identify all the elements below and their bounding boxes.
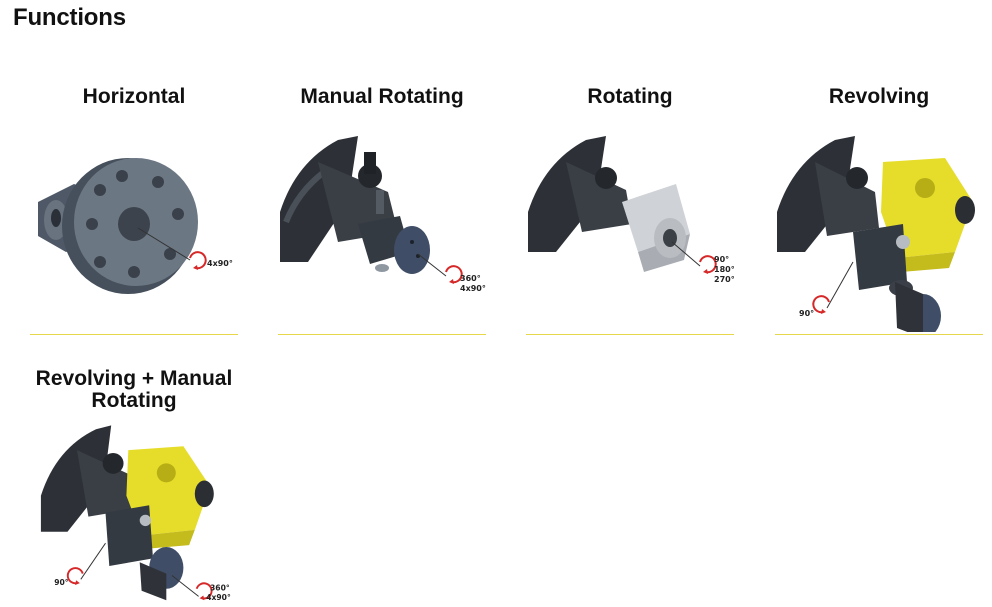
card-manual-rotating[interactable]: Manual Rotating 360° 4x90°: [278, 86, 486, 335]
card-revolving[interactable]: Revolving 90°: [775, 86, 983, 335]
rotation-label: 90°: [799, 309, 814, 318]
horizontal-flange-icon: 4x90°: [38, 158, 233, 294]
revolving-unit-icon: 90°: [777, 136, 975, 332]
rotation-label: 4x90°: [460, 284, 486, 293]
card-title: Rotating: [587, 85, 673, 108]
card-divider: [278, 334, 486, 335]
card-divider: [775, 334, 983, 335]
rotation-label: 270°: [714, 275, 734, 284]
rotation-label: 4x90°: [207, 259, 233, 268]
rotation-label: 90°: [54, 578, 69, 587]
card-title: Revolving: [828, 85, 930, 108]
card-divider: [526, 334, 734, 335]
page-title: Functions: [13, 4, 126, 31]
rotation-label: 360°: [460, 274, 481, 283]
card-horizontal[interactable]: Horizontal 4x90°: [30, 86, 238, 335]
rotation-label: 360°: [210, 584, 230, 593]
rotating-unit-icon: 90° 180° 270°: [528, 136, 734, 284]
card-title: Horizontal: [82, 85, 186, 108]
card-revolving-manual-rotating[interactable]: Revolving + Manual Rotating 90° 360° 4x9…: [30, 368, 238, 604]
card-rotating[interactable]: Rotating 90° 180° 270°: [526, 86, 734, 335]
card-title: Revolving + Manual Rotating: [35, 367, 233, 412]
manual-rotating-unit-icon: 360° 4x90°: [280, 136, 486, 293]
card-divider: [30, 334, 238, 335]
rotation-label: 180°: [714, 265, 734, 274]
card-title: Manual Rotating: [300, 85, 464, 108]
rotation-label: 4x90°: [206, 593, 231, 602]
rotation-label: 90°: [714, 255, 729, 264]
revolving-manual-rotating-unit-icon: 90° 360° 4x90°: [40, 425, 231, 602]
